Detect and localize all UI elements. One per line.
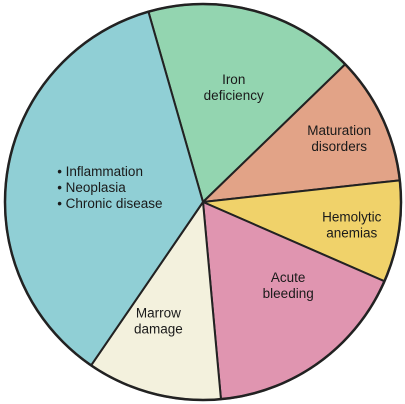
slice-label-line: damage — [134, 322, 183, 337]
slice-label-line: bleeding — [263, 286, 314, 301]
slice-label-line: Iron — [222, 72, 245, 87]
slice-label-line: Maturation — [307, 123, 371, 138]
slice-label-line: anemias — [326, 226, 377, 241]
pie-outline — [3, 2, 403, 402]
slice-label-line: • Inflammation — [57, 164, 143, 179]
slice-label-line: • Neoplasia — [57, 180, 126, 195]
pie-slices — [3, 2, 403, 402]
slice-label-line: • Chronic disease — [57, 196, 162, 211]
slice-label-line: Hemolytic — [322, 210, 382, 225]
slice-label-line: disorders — [311, 139, 367, 154]
slice-label-line: Acute — [271, 270, 306, 285]
slice-label-line: Marrow — [136, 306, 181, 321]
slice-label-line: deficiency — [204, 88, 264, 103]
slice-label-inflammation-neoplasia-chronic-disease: • Inflammation• Neoplasia• Chronic disea… — [57, 164, 162, 211]
